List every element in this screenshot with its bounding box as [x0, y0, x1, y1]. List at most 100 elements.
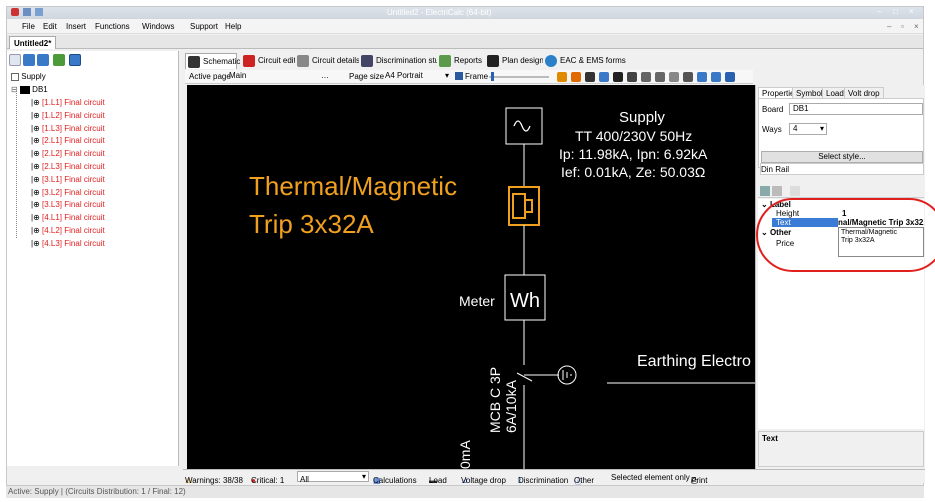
- layers-icon[interactable]: [683, 72, 693, 82]
- grid-icon[interactable]: [627, 72, 637, 82]
- refresh-icon[interactable]: [599, 72, 609, 82]
- categorized-icon[interactable]: [760, 186, 770, 196]
- circuit-breaker-icon: |⊕: [31, 123, 43, 133]
- zoom-in-icon[interactable]: [23, 54, 35, 66]
- circuit-breaker-icon: |⊕: [31, 213, 43, 223]
- frame-slider[interactable]: [489, 72, 549, 81]
- collapse-icon[interactable]: ⊟: [11, 85, 18, 94]
- calculations-icon: ▦: [373, 476, 381, 485]
- schematic-icon: [188, 56, 200, 68]
- pencil-icon[interactable]: [557, 72, 567, 82]
- tree-item-circuit[interactable]: |⊕ [3.L3] Final circuit: [31, 199, 105, 211]
- tree-item-circuit-label: [2.L2] Final circuit: [42, 149, 105, 159]
- tree-item-db1[interactable]: ⊟ DB1: [11, 84, 48, 96]
- tree-item-circuit[interactable]: |⊕ [2.L3] Final circuit: [31, 161, 105, 173]
- menu-insert[interactable]: Insert: [66, 22, 87, 31]
- pin-icon[interactable]: [69, 54, 81, 66]
- mdi-close-icon[interactable]: ×: [914, 22, 919, 31]
- tab-discrimination-study[interactable]: Discrimination study: [359, 53, 448, 69]
- ways-select[interactable]: 4▾: [789, 123, 827, 135]
- tab-eac-ems-forms[interactable]: EAC & EMS forms: [543, 53, 626, 69]
- status-bar: ⚠ Warnings: 38/38 ● Critical: 1 All▾ ▦ C…: [183, 469, 925, 486]
- tab-volt-drop[interactable]: Volt drop: [844, 87, 884, 98]
- print-preview-icon[interactable]: [641, 72, 651, 82]
- tab-reports[interactable]: Reports: [437, 53, 482, 69]
- menu-file[interactable]: File: [22, 22, 35, 31]
- tree-item-circuit-label: [1.L2] Final circuit: [42, 110, 105, 120]
- menu-edit[interactable]: Edit: [43, 22, 57, 31]
- fit-icon[interactable]: [725, 72, 735, 82]
- tree-item-circuit[interactable]: |⊕ [2.L2] Final circuit: [31, 148, 105, 160]
- tree-item-circuit-label: [1.L1] Final circuit: [42, 98, 105, 107]
- tree-item-circuit[interactable]: |⊕ [4.L3] Final circuit: [31, 238, 105, 250]
- maximize-icon[interactable]: □: [893, 7, 898, 16]
- schematic-canvas[interactable]: Supply TT 400/230V 50Hz Ip: 11.98kA, Ipn…: [187, 85, 755, 469]
- height-value[interactable]: 1: [842, 209, 847, 218]
- tree-item-circuit[interactable]: |⊕ [3.L1] Final circuit: [31, 174, 105, 186]
- frame-slider-thumb[interactable]: [491, 72, 494, 81]
- tab-circuit-details[interactable]: Circuit details: [295, 53, 360, 69]
- menu-help[interactable]: Help: [225, 22, 242, 31]
- tree-item-circuit[interactable]: |⊕ [3.L2] Final circuit: [31, 187, 105, 199]
- meter-symbol[interactable]: [504, 274, 546, 321]
- align-icon[interactable]: [613, 72, 623, 82]
- page-size-select[interactable]: A4 Portrait▾: [385, 71, 449, 80]
- menu-functions[interactable]: Functions: [95, 22, 130, 31]
- print-icon[interactable]: [655, 72, 665, 82]
- paint-icon[interactable]: [571, 72, 581, 82]
- properties-pane: Properties Symbols Load Volt drop Board …: [755, 85, 935, 469]
- text-editor-line1: Thermal/Magnetic: [841, 229, 898, 236]
- select-icon[interactable]: [711, 72, 721, 82]
- page-setup-icon[interactable]: [669, 72, 679, 82]
- minimize-icon[interactable]: –: [877, 7, 882, 16]
- undo-icon[interactable]: [585, 72, 595, 82]
- warning-filter-select[interactable]: All▾: [297, 471, 369, 484]
- tree-item-circuit[interactable]: |⊕ [1.L3] Final circuit: [31, 123, 105, 135]
- highlight-annotation: [756, 198, 935, 272]
- text-value[interactable]: nal/Magnetic Trip 3x32A: [838, 218, 924, 227]
- zoom-out-icon[interactable]: [37, 54, 49, 66]
- selected-only-toggle[interactable]: Selected element only: [611, 473, 690, 482]
- tab-circuit-edit[interactable]: Circuit edit: [241, 53, 296, 69]
- property-pages-icon[interactable]: [790, 186, 800, 196]
- mdi-minimize-icon[interactable]: –: [887, 22, 892, 31]
- schematic-drawing: [504, 107, 755, 469]
- circuit-breaker-icon: |⊕: [31, 110, 43, 120]
- alphabetical-icon[interactable]: [772, 186, 782, 196]
- doc-tab-untitled2[interactable]: Untitled2*: [9, 36, 57, 49]
- menu-support[interactable]: Support: [190, 22, 219, 31]
- close-icon[interactable]: ×: [909, 7, 914, 16]
- tab-schematic[interactable]: Schematic: [185, 53, 240, 69]
- board-icon: [19, 85, 30, 94]
- active-page-select[interactable]: Main…: [229, 71, 329, 80]
- more-icon[interactable]: …: [321, 71, 329, 80]
- tree-toggle-icon[interactable]: [9, 54, 21, 66]
- tree-item-circuit[interactable]: |⊕ [2.L1] Final circuit: [31, 135, 105, 147]
- tree-item-circuit[interactable]: |⊕ [4.L1] Final circuit: [31, 212, 105, 224]
- collapse-arrow-icon[interactable]: ⌄: [761, 200, 768, 209]
- mdi-restore-icon[interactable]: ▫: [901, 22, 904, 31]
- property-grid-toolbar: [758, 184, 924, 198]
- mcb-label-line2: 6A/10kA: [503, 380, 519, 433]
- tree-item-circuit[interactable]: |⊕ [1.L2] Final circuit: [31, 110, 105, 122]
- project-tree-pane: Supply ⊟ DB1 |⊕ [1.L1] Final circuit|⊕ […: [7, 51, 179, 466]
- tree-item-circuit[interactable]: |⊕ [1.L1] Final circuit: [31, 97, 105, 109]
- earth-symbol-icon[interactable]: [557, 365, 577, 385]
- mcb-label-line1: MCB C 3P: [487, 366, 503, 433]
- save-quick-icon[interactable]: [23, 8, 31, 16]
- circuit-edit-icon: [243, 55, 255, 67]
- tree-item-circuit[interactable]: |⊕ [4.L2] Final circuit: [31, 225, 105, 237]
- board-name-field[interactable]: DB1: [789, 103, 923, 115]
- menu-windows[interactable]: Windows: [142, 22, 175, 31]
- flip-icon[interactable]: [697, 72, 707, 82]
- thermal-magnetic-trip-icon[interactable]: [508, 186, 540, 226]
- select-style-button[interactable]: Select style...: [761, 151, 923, 163]
- open-quick-icon[interactable]: [35, 8, 43, 16]
- supply-symbol[interactable]: [505, 107, 543, 145]
- expand-tree-icon[interactable]: [53, 54, 65, 66]
- tab-plan-design[interactable]: Plan design: [485, 53, 544, 69]
- breaker-label-line1[interactable]: Thermal/Magnetic: [249, 171, 458, 201]
- supply-icon: [11, 72, 19, 81]
- tree-item-supply[interactable]: Supply: [11, 71, 46, 83]
- breaker-label-line2[interactable]: Trip 3x32A: [249, 209, 374, 239]
